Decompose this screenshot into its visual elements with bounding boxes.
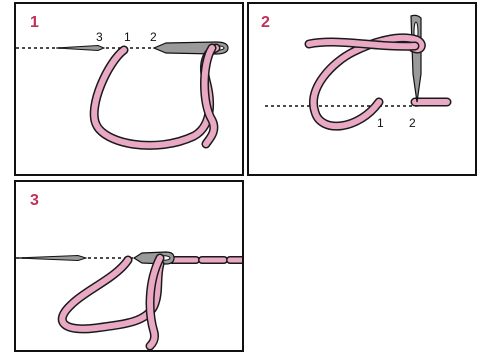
needle-icon: [410, 14, 422, 103]
point-label-2: 2: [409, 116, 416, 130]
point-label-3: 3: [96, 30, 103, 44]
step-3-panel: 3: [14, 180, 244, 352]
thread-icon: [57, 253, 165, 350]
step-1-number: 1: [30, 14, 39, 31]
thread-icon: [89, 43, 221, 150]
step-2-panel: 2 1 2: [247, 2, 477, 176]
point-label-2: 2: [150, 30, 157, 44]
step-1-panel: 1 3 1 2: [14, 2, 244, 176]
step-3-number: 3: [30, 192, 39, 209]
needle-icon: [16, 254, 88, 262]
step-2-illustration: [265, 14, 452, 131]
point-label-1: 1: [124, 30, 131, 44]
step-3-illustration: [16, 251, 242, 350]
thread-icon: [304, 33, 426, 131]
step-1-illustration: [16, 41, 229, 150]
point-label-1: 1: [377, 116, 384, 130]
step-2-number: 2: [261, 14, 270, 31]
needle-icon: [55, 44, 106, 52]
